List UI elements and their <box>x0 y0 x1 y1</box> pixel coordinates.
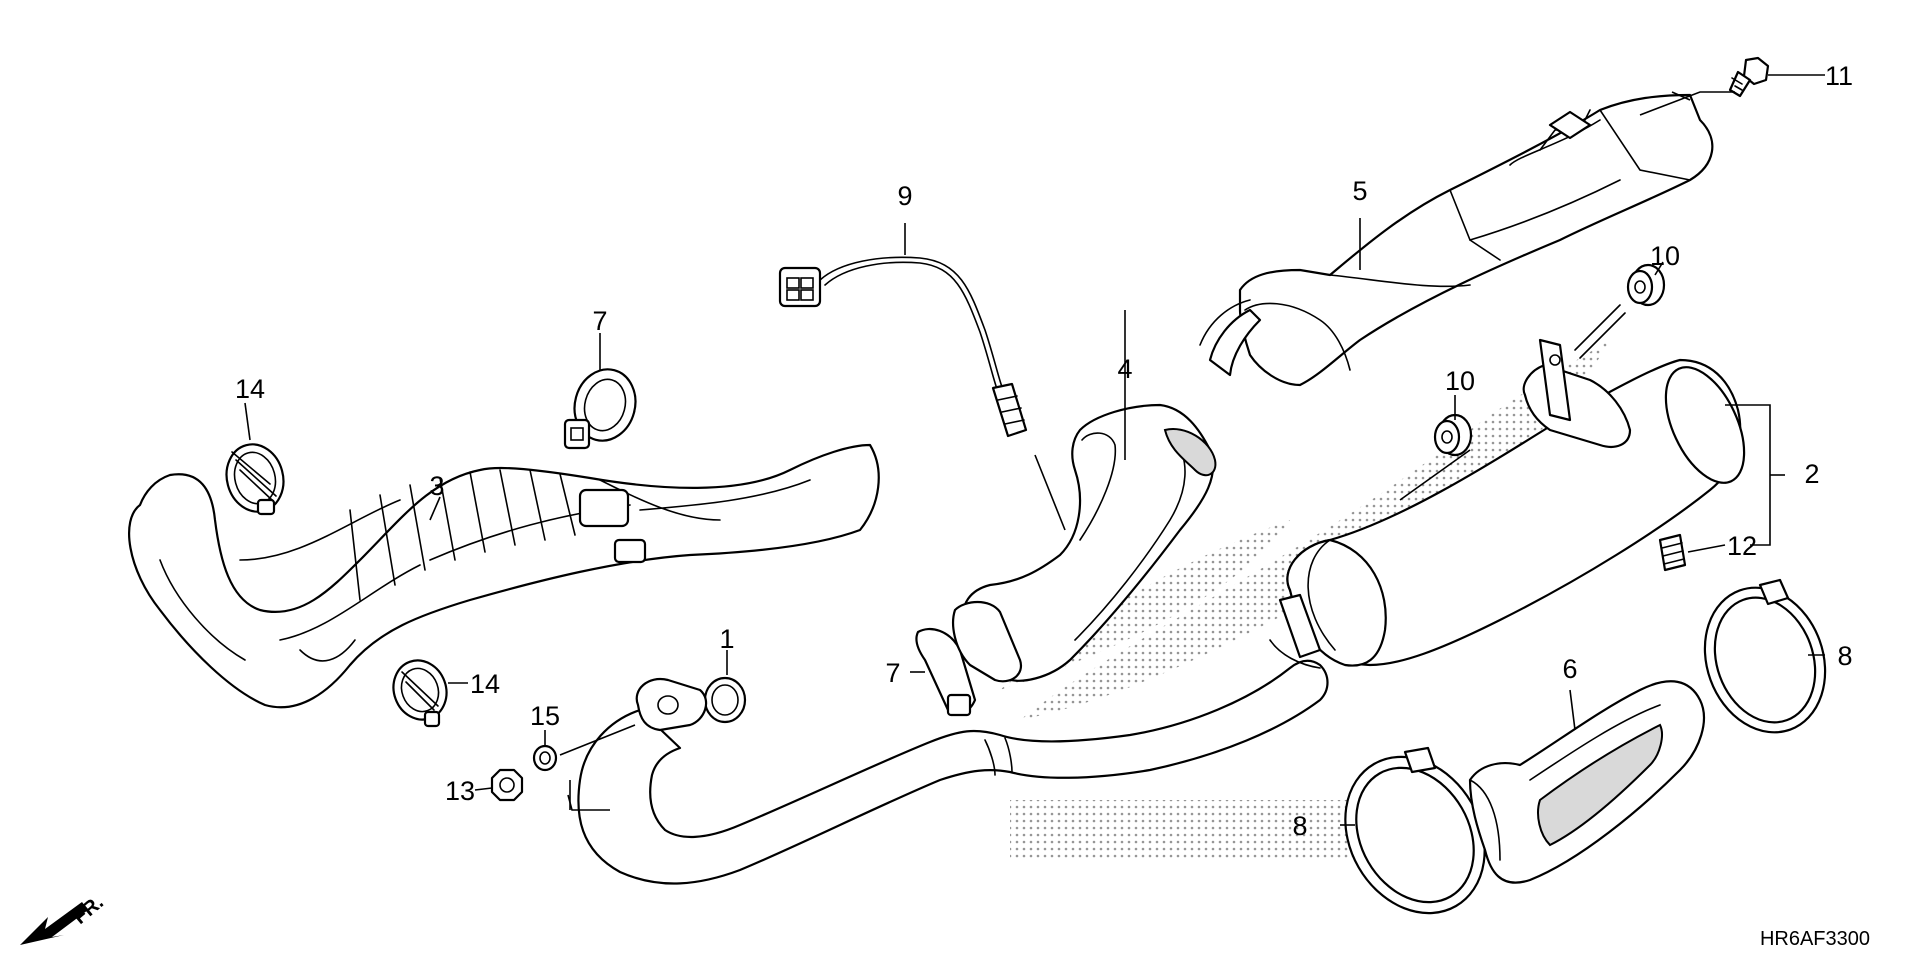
bolt-11 <box>1728 56 1770 98</box>
callout-3: 3 <box>429 471 444 501</box>
callout-5: 5 <box>1352 176 1367 206</box>
callout-labels: 1 2 3 4 5 6 7 7 8 8 9 10 10 11 12 13 14 … <box>235 61 1853 841</box>
washer-15 <box>532 744 558 772</box>
grommet-10-upper <box>1626 263 1666 307</box>
clamp-8-left <box>1344 746 1486 915</box>
callout-8-left: 8 <box>1292 811 1307 841</box>
clamp-14-upper <box>225 443 285 516</box>
oxygen-sensor-9 <box>778 256 1028 438</box>
muffler-bracket <box>1522 304 1632 448</box>
gasket-1 <box>703 676 747 724</box>
middle-pipe <box>577 659 1329 885</box>
clamp-7-upper <box>563 368 637 450</box>
callout-8-right: 8 <box>1837 641 1852 671</box>
callout-12: 12 <box>1727 531 1757 561</box>
front-exhaust-pipe <box>128 443 880 709</box>
clamp-7-lower <box>915 627 977 717</box>
clamp-14-lower <box>392 659 448 728</box>
callout-13: 13 <box>445 776 475 806</box>
plug-12 <box>1658 533 1687 572</box>
diagram-code: HR6AF3300 <box>1760 928 1870 950</box>
callout-4: 4 <box>1117 354 1132 384</box>
clamp-8-right <box>1703 578 1827 734</box>
rear-pipe-shield <box>952 403 1217 683</box>
callout-7-lower: 7 <box>885 658 900 688</box>
nut-13 <box>490 768 524 802</box>
callout-1: 1 <box>719 624 734 654</box>
heat-shield-5 <box>1199 93 1714 387</box>
callout-6: 6 <box>1562 654 1577 684</box>
grommet-10-lower <box>1433 413 1473 457</box>
leader-lines <box>244 74 1825 826</box>
front-arrow-icon: FR. <box>20 891 108 945</box>
callout-10-lower: 10 <box>1445 366 1475 396</box>
callout-11: 11 <box>1825 61 1853 91</box>
callout-14-lower: 14 <box>470 669 500 699</box>
callout-9: 9 <box>897 181 912 211</box>
front-direction-label: FR. <box>69 891 108 929</box>
callout-15: 15 <box>530 701 560 731</box>
callout-10-upper: 10 <box>1650 241 1680 271</box>
heat-protector-6 <box>1468 680 1705 884</box>
callout-14-upper: 14 <box>235 374 265 404</box>
callout-2: 2 <box>1804 459 1819 489</box>
callout-7-upper: 7 <box>592 306 607 336</box>
